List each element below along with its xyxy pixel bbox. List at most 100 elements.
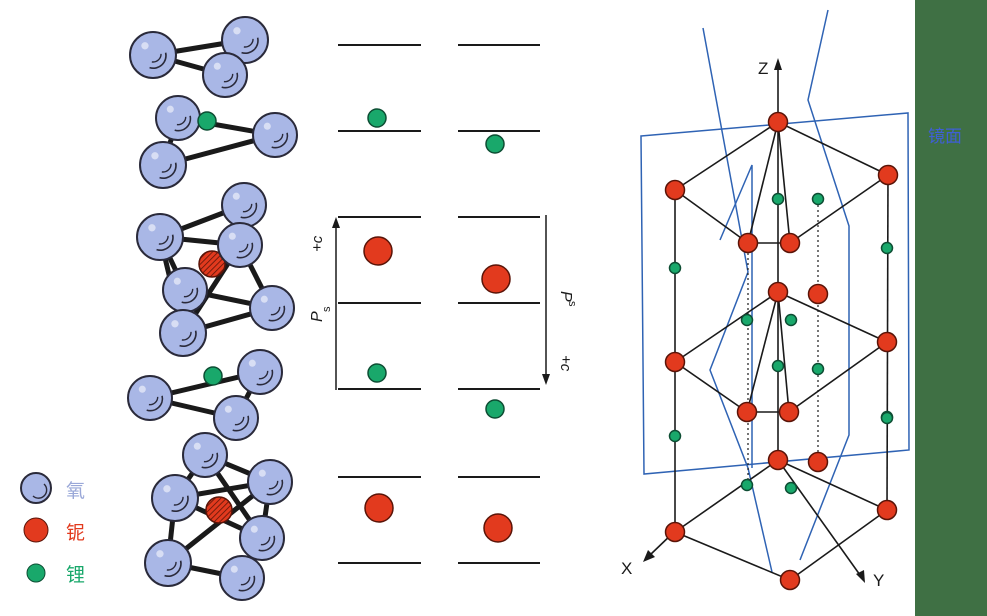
niobium-atom	[767, 449, 789, 471]
lithium-atom	[811, 192, 825, 206]
oxygen-atom	[159, 309, 207, 357]
lithium-atom	[485, 399, 505, 419]
niobium-atom	[779, 232, 801, 254]
ps-label-left: P	[309, 311, 326, 322]
lithium-atom	[784, 313, 798, 327]
hexagonal-lattice: Z X Y	[621, 9, 910, 591]
polarization-diagram: +c P s P s +c	[309, 44, 578, 564]
oxygen-atom	[239, 515, 285, 561]
niobium-atom	[363, 236, 393, 266]
mirror-planes	[640, 9, 910, 573]
oxygen-atom	[151, 474, 199, 522]
niobium-atom	[664, 351, 686, 373]
oxygen-atom	[213, 395, 259, 441]
oxygen-atom	[182, 432, 228, 478]
niobium-atom	[664, 179, 686, 201]
niobium-atom	[198, 250, 226, 278]
niobium-atom	[736, 401, 758, 423]
oxygen-atom	[129, 31, 177, 79]
polarization-arrow-down: P s +c	[542, 215, 578, 385]
niobium-atom	[664, 521, 686, 543]
legend-niobium: 铌	[23, 517, 85, 544]
lithium-atom	[668, 261, 682, 275]
oxygen-atom	[202, 52, 248, 98]
plus-c-label-right: +c	[557, 355, 574, 372]
lithium-legend-swatch	[26, 563, 46, 583]
niobium-atom	[876, 331, 898, 353]
x-axis-label: X	[621, 559, 632, 578]
legend-lithium: 锂	[26, 563, 85, 586]
lithium-atom	[880, 411, 894, 425]
niobium-atom	[364, 493, 394, 523]
oxygen-atom	[127, 375, 173, 421]
lithium-atom	[197, 111, 217, 131]
axes: Z X Y	[621, 58, 884, 590]
lithium-atom	[203, 366, 223, 386]
side-panel	[915, 0, 987, 616]
niobium-atom	[778, 401, 800, 423]
oxygen-legend-swatch	[20, 472, 52, 504]
ps-label-right: P	[557, 291, 574, 302]
lattice-dotted-edges	[747, 200, 819, 490]
lattice-edges	[674, 121, 889, 581]
niobium-atom	[877, 164, 899, 186]
niobium-atom	[807, 451, 829, 473]
oxygen-atom	[252, 112, 298, 158]
octahedra-atoms	[127, 16, 298, 601]
niobium-atom	[767, 281, 789, 303]
layer-lines	[338, 44, 540, 564]
mirror-plane-front	[640, 112, 910, 475]
legend-oxygen: 氧	[20, 472, 85, 504]
lithium-atom	[668, 429, 682, 443]
lithium-atom	[771, 359, 785, 373]
lithium-atom	[880, 241, 894, 255]
lithium-atom	[740, 313, 754, 327]
mirror-plane-label: 镜面	[928, 127, 962, 147]
niobium-atom	[737, 232, 759, 254]
oxygen-atom	[221, 16, 269, 64]
mirror-plane-right	[799, 9, 850, 561]
niobium-atom	[807, 283, 829, 305]
ps-sub-right: s	[566, 301, 578, 307]
niobium-atom	[767, 111, 789, 133]
mirror-plane-left	[702, 27, 773, 573]
z-axis-label: Z	[758, 59, 768, 78]
legend: 氧 铌 锂	[20, 472, 85, 586]
lithium-atom	[367, 363, 387, 383]
oxygen-atom	[144, 539, 192, 587]
octahedra-stack	[127, 16, 298, 601]
lithium-legend-label: 锂	[66, 564, 85, 586]
lithium-atom	[485, 134, 505, 154]
oxygen-atom	[217, 222, 263, 268]
niobium-atom	[779, 569, 801, 591]
lithium-atom	[367, 108, 387, 128]
niobium-atom	[876, 499, 898, 521]
oxygen-atom	[155, 95, 201, 141]
lithium-atom	[784, 481, 798, 495]
oxygen-atom	[249, 285, 295, 331]
oxygen-atom	[247, 459, 293, 505]
niobium-atom	[205, 496, 233, 524]
niobium-atom	[483, 513, 513, 543]
lattice-atoms	[664, 111, 899, 591]
lithium-atom	[811, 362, 825, 376]
plus-c-label-left: +c	[309, 235, 326, 252]
oxygen-atom	[162, 267, 208, 313]
niobium-atom	[481, 264, 511, 294]
ps-sub-left: s	[321, 306, 333, 312]
oxygen-atom	[237, 349, 283, 395]
mirror-plane-inner	[719, 164, 753, 468]
oxygen-atom	[139, 141, 187, 189]
oxygen-atom	[219, 555, 265, 601]
oxygen-legend-label: 氧	[66, 480, 85, 502]
lithium-atom	[740, 478, 754, 492]
polarization-arrow-up: +c P s	[309, 217, 340, 390]
oxygen-atom	[136, 213, 184, 261]
layer-atoms	[363, 108, 513, 543]
y-axis-label: Y	[873, 571, 884, 590]
lithium-atom	[771, 192, 785, 206]
oxygen-atom	[221, 182, 267, 228]
niobium-legend-swatch	[23, 517, 49, 543]
niobium-legend-label: 铌	[66, 522, 85, 544]
